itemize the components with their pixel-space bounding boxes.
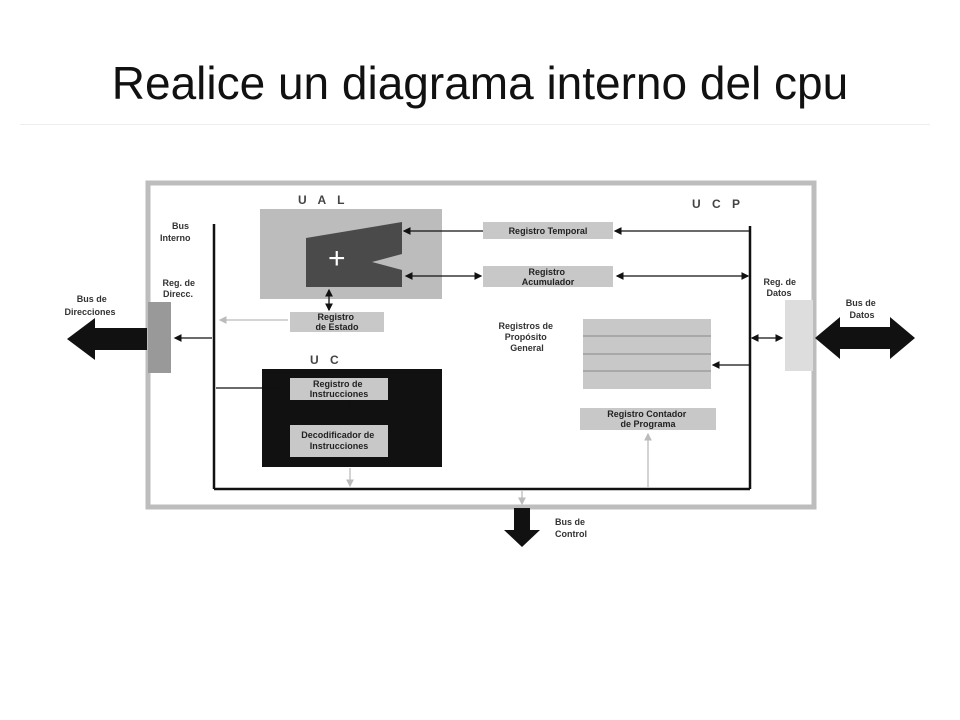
reg-datos-label: Reg. de Datos: [763, 277, 798, 298]
reg-direcc-box: [148, 302, 171, 373]
bus-datos-label: Bus de Datos: [846, 298, 879, 320]
alu-shape: [306, 222, 402, 287]
registro-temporal-label: Registro Temporal: [509, 226, 588, 236]
decodificador-label: Decodificador de Instrucciones: [301, 430, 377, 451]
registro-acumulador-label: Registro Acumulador: [522, 267, 575, 287]
bus-datos-arrow: [815, 317, 915, 359]
registro-estado-label: Registro de Estado: [315, 312, 359, 332]
registro-estado-box: [290, 312, 384, 332]
uc-label: U C: [310, 353, 343, 367]
title-divider: [20, 124, 930, 125]
registros-proposito-stack: [583, 319, 711, 389]
slide-title: Realice un diagrama interno del cpu: [111, 57, 849, 109]
bus-control-arrow: [504, 508, 540, 547]
bus-control-label: Bus de Control: [555, 517, 588, 539]
registros-proposito-label: Registros de Propósito General: [498, 321, 555, 353]
registro-instrucciones-box: [290, 378, 388, 400]
bus-direcciones-label: Bus de Direcciones: [64, 294, 115, 317]
decodificador-box: [290, 425, 388, 457]
ual-label: U A L: [298, 193, 348, 207]
registro-temporal-box: [483, 222, 613, 239]
ucp-label: U C P: [692, 197, 744, 211]
reg-direcc-label: Reg. de Direcc.: [162, 278, 197, 299]
registro-instrucciones-label: Registro de Instrucciones: [310, 379, 369, 399]
alu-symbol: +: [328, 242, 346, 275]
contador-programa-label: Registro Contador de Programa: [607, 409, 689, 429]
registro-acumulador-box: [483, 266, 613, 287]
internal-bus: [212, 224, 752, 491]
bus-interno-label: Bus Interno: [160, 221, 192, 243]
contador-programa-box: [580, 408, 716, 430]
bus-direcciones-arrow: [67, 318, 147, 360]
reg-datos-box: [785, 300, 813, 371]
